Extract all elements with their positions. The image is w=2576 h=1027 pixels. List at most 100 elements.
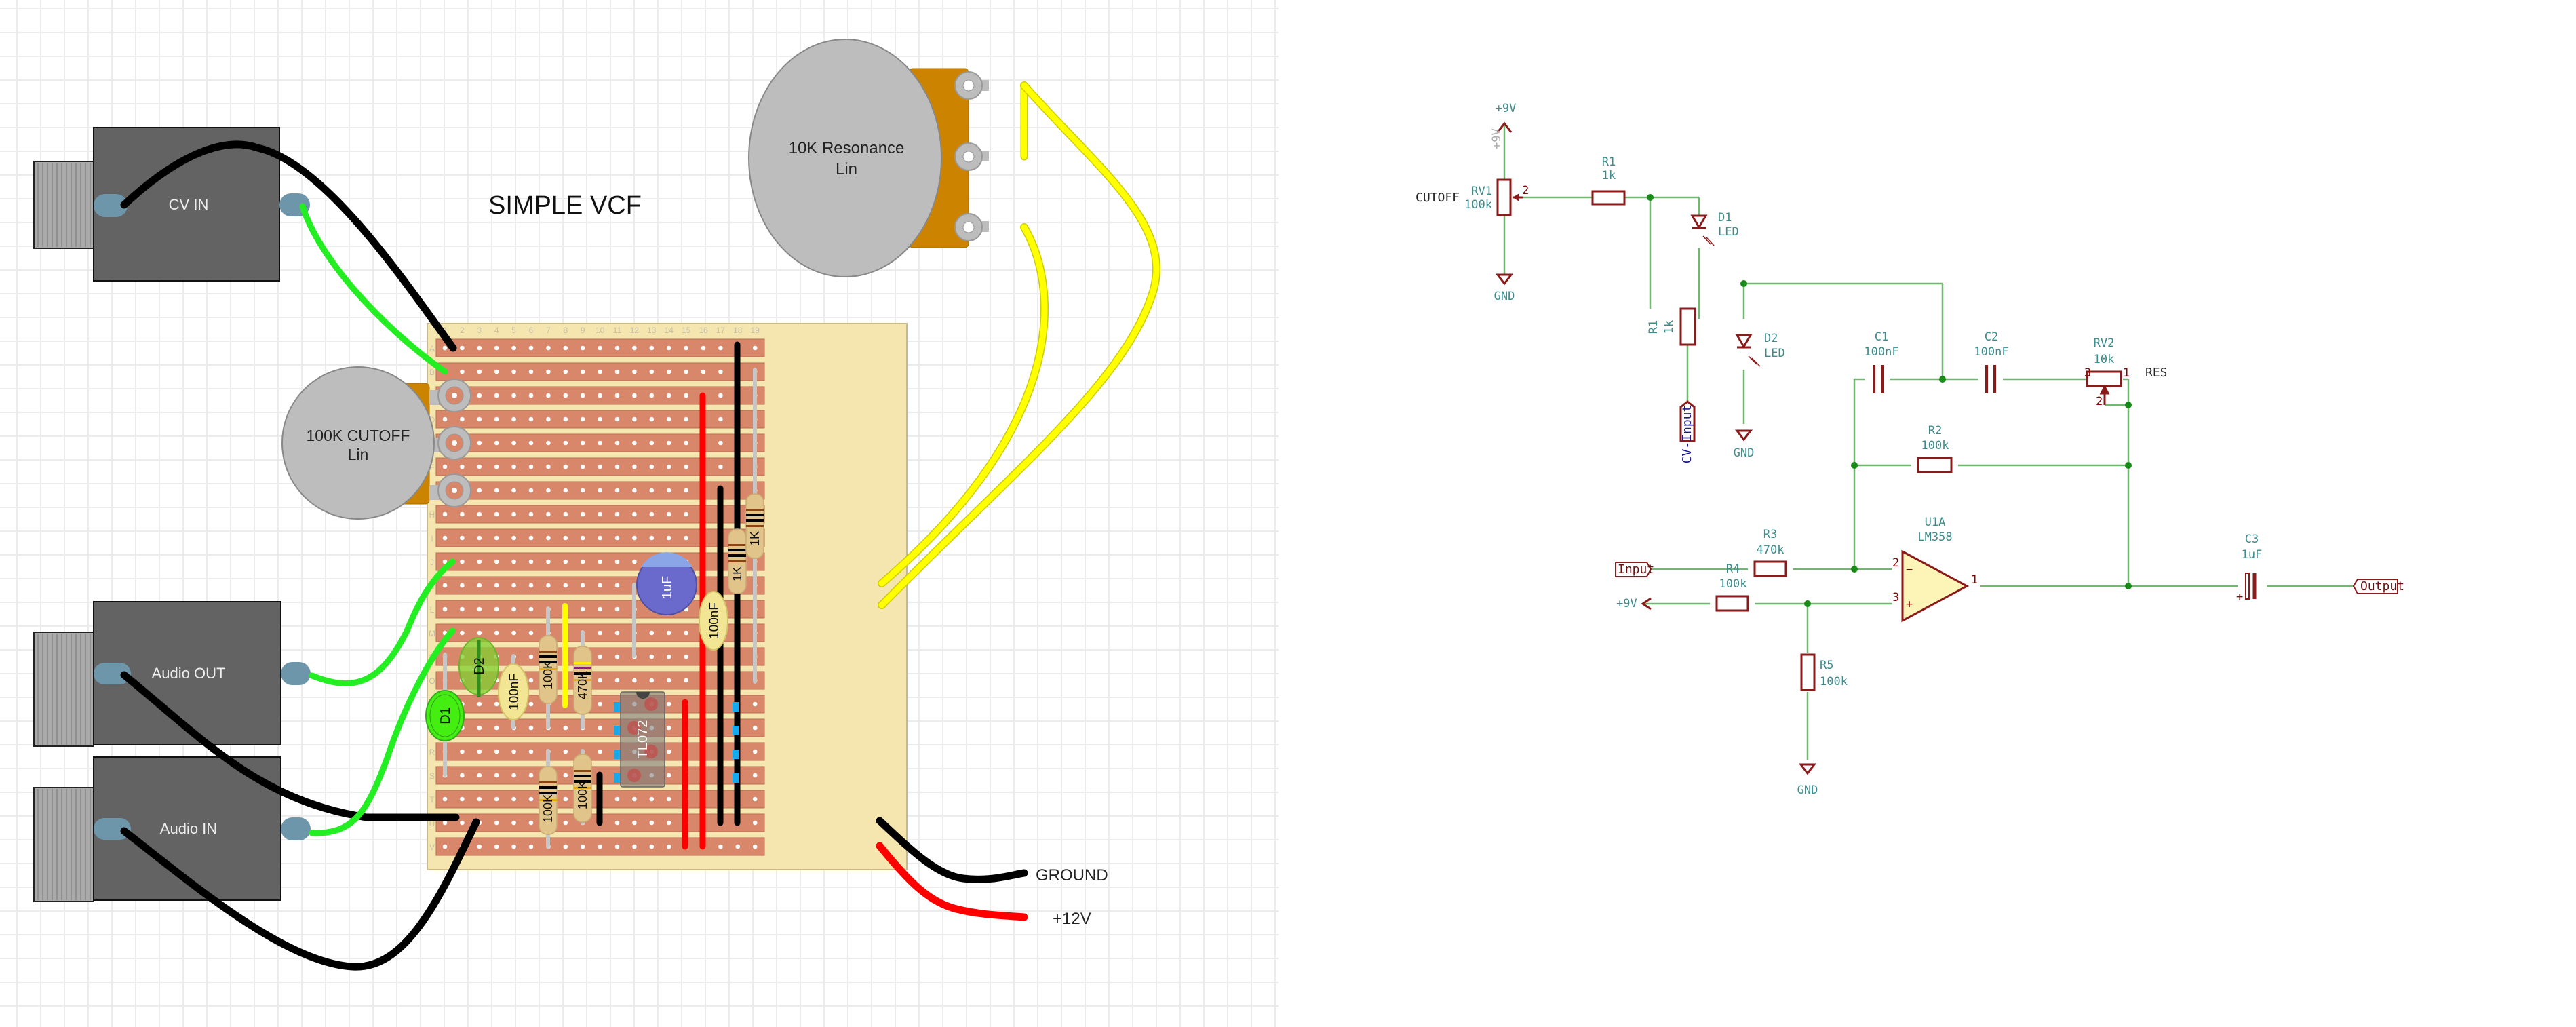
strip-hole[interactable] xyxy=(598,559,602,564)
strip-hole[interactable] xyxy=(649,820,655,826)
strip-hole[interactable] xyxy=(666,345,671,351)
strip-hole[interactable] xyxy=(580,488,585,493)
strip-hole[interactable] xyxy=(494,606,499,612)
strip-hole[interactable] xyxy=(546,511,551,517)
strip-hole[interactable] xyxy=(684,416,688,422)
strip-hole[interactable] xyxy=(632,535,637,541)
strip-hole[interactable] xyxy=(649,678,655,683)
strip-hole[interactable] xyxy=(442,820,448,826)
strip-hole[interactable] xyxy=(598,535,602,541)
strip-hole[interactable] xyxy=(666,488,671,493)
strip-hole[interactable] xyxy=(460,511,465,517)
strip-hole[interactable] xyxy=(598,701,602,707)
strip-hole[interactable] xyxy=(614,630,620,636)
strip-hole[interactable] xyxy=(546,416,551,422)
strip-hole[interactable] xyxy=(666,654,671,659)
strip-hole[interactable] xyxy=(563,844,568,849)
strip-hole[interactable] xyxy=(563,488,568,493)
strip-hole[interactable] xyxy=(563,393,568,398)
strip-hole[interactable] xyxy=(528,820,534,826)
strip-hole[interactable] xyxy=(614,583,620,588)
strip-hole[interactable] xyxy=(546,488,551,493)
strip-hole[interactable] xyxy=(460,464,465,469)
strip-hole[interactable] xyxy=(442,511,448,517)
strip-hole[interactable] xyxy=(614,535,620,541)
led-d2[interactable]: D2 xyxy=(458,637,499,697)
pot-cutoff[interactable]: 100K CUTOFF Lin xyxy=(281,366,471,520)
strip-hole[interactable] xyxy=(477,630,482,636)
strip-hole[interactable] xyxy=(632,796,637,802)
resistor-470k[interactable]: 470K xyxy=(573,646,592,715)
strip-hole[interactable] xyxy=(477,749,482,754)
strip-hole[interactable] xyxy=(666,464,671,469)
strip-hole[interactable] xyxy=(580,511,585,517)
strip-hole[interactable] xyxy=(718,345,723,351)
jack-audio-in[interactable]: Audio IN xyxy=(33,756,311,902)
strip-hole[interactable] xyxy=(580,606,585,612)
strip-hole[interactable] xyxy=(546,393,551,398)
strip-hole[interactable] xyxy=(632,559,637,564)
strip-hole[interactable] xyxy=(684,511,688,517)
strip-hole[interactable] xyxy=(649,345,655,351)
strip-hole[interactable] xyxy=(598,725,602,731)
strip-hole[interactable] xyxy=(666,535,671,541)
strip-hole[interactable] xyxy=(528,606,534,612)
strip-hole[interactable] xyxy=(511,844,516,849)
strip-hole[interactable] xyxy=(649,511,655,517)
strip-hole[interactable] xyxy=(528,654,534,659)
ic-tl072[interactable]: TL072 xyxy=(614,691,739,788)
strip-hole[interactable] xyxy=(460,535,465,541)
strip-hole[interactable] xyxy=(632,488,637,493)
strip-hole[interactable] xyxy=(598,345,602,351)
strip-hole[interactable] xyxy=(563,535,568,541)
strip-hole[interactable] xyxy=(528,440,534,446)
wire-cv-in-ground[interactable] xyxy=(120,140,457,352)
strip-hole[interactable] xyxy=(649,535,655,541)
strip-hole[interactable] xyxy=(477,393,482,398)
strip-hole[interactable] xyxy=(546,535,551,541)
strip-hole[interactable] xyxy=(701,345,706,351)
strip-hole[interactable] xyxy=(614,511,620,517)
wire-resonance-a[interactable] xyxy=(878,82,1160,608)
strip-hole[interactable] xyxy=(528,559,534,564)
strip-hole[interactable] xyxy=(598,630,602,636)
strip-hole[interactable] xyxy=(649,464,655,469)
strip-hole[interactable] xyxy=(528,416,534,422)
strip-hole[interactable] xyxy=(528,725,534,731)
strip-hole[interactable] xyxy=(563,583,568,588)
strip-hole[interactable] xyxy=(718,416,723,422)
strip-hole[interactable] xyxy=(632,678,637,683)
strip-hole[interactable] xyxy=(684,654,688,659)
wire-audio-in-signal[interactable] xyxy=(309,627,456,836)
strip-hole[interactable] xyxy=(528,749,534,754)
strip-hole[interactable] xyxy=(684,535,688,541)
resistor-100k-a[interactable]: 100K xyxy=(539,635,558,704)
strip-hole[interactable] xyxy=(649,369,655,374)
strip-hole[interactable] xyxy=(528,773,534,778)
strip-hole[interactable] xyxy=(546,345,551,351)
strip-hole[interactable] xyxy=(563,345,568,351)
strip-hole[interactable] xyxy=(528,464,534,469)
strip-hole[interactable] xyxy=(477,844,482,849)
strip-hole[interactable] xyxy=(598,678,602,683)
strip-hole[interactable] xyxy=(649,416,655,422)
led-d1[interactable]: D1 xyxy=(425,690,465,741)
strip-hole[interactable] xyxy=(598,844,602,849)
strip-hole[interactable] xyxy=(614,345,620,351)
strip-hole[interactable] xyxy=(528,488,534,493)
strip-hole[interactable] xyxy=(442,464,448,469)
strip-hole[interactable] xyxy=(494,559,499,564)
capacitor-100nf-b[interactable]: 100nF xyxy=(699,591,728,651)
strip-hole[interactable] xyxy=(546,464,551,469)
strip-hole[interactable] xyxy=(614,488,620,493)
strip-hole[interactable] xyxy=(494,393,499,398)
strip-hole[interactable] xyxy=(684,464,688,469)
strip-hole[interactable] xyxy=(528,844,534,849)
capacitor-1uf[interactable]: 1uF xyxy=(636,552,697,615)
strip-hole[interactable] xyxy=(666,796,671,802)
strip-hole[interactable] xyxy=(460,606,465,612)
strip-hole[interactable] xyxy=(528,511,534,517)
strip-hole[interactable] xyxy=(442,416,448,422)
strip-hole[interactable] xyxy=(614,393,620,398)
strip-hole[interactable] xyxy=(442,796,448,802)
